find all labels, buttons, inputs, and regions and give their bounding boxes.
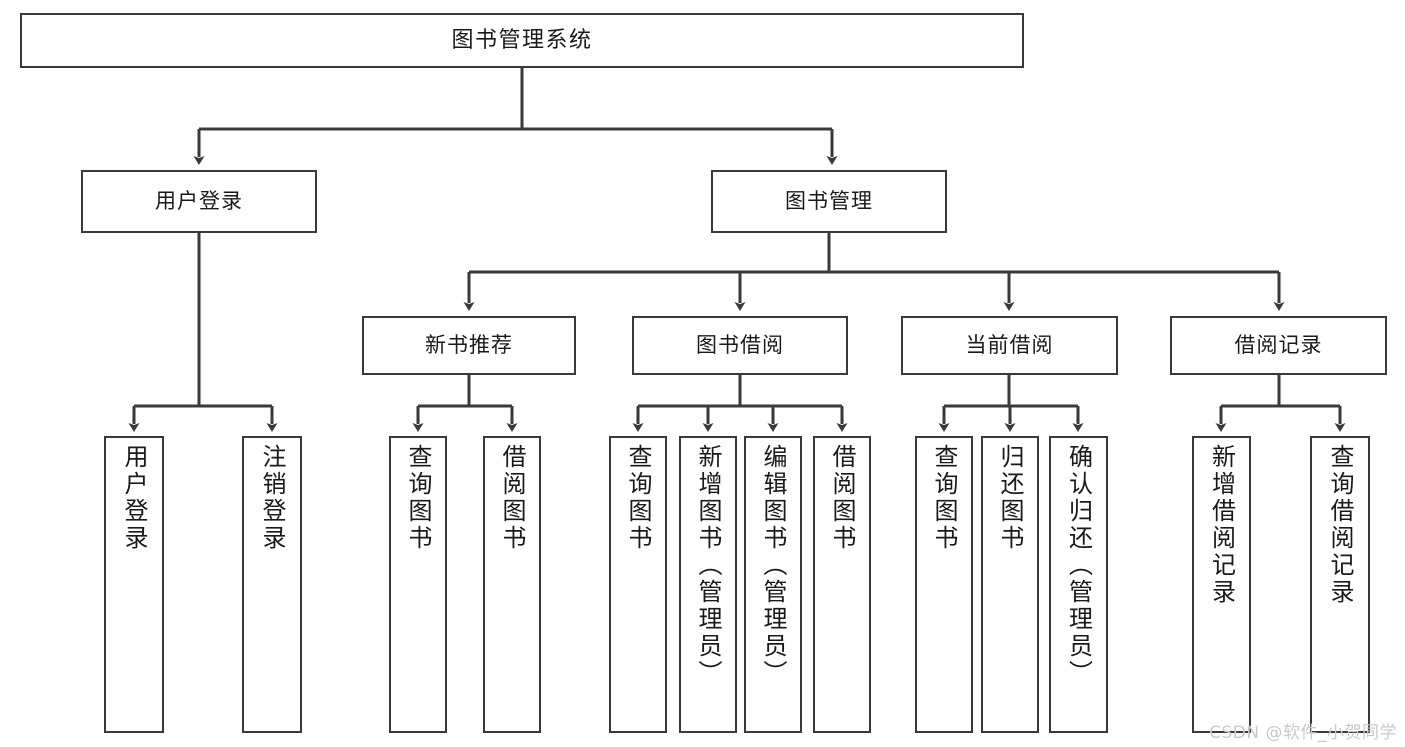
leaf-query-book-3[interactable]: 查询图书	[915, 436, 973, 733]
node-root-book-management-system[interactable]: 图书管理系统	[20, 13, 1024, 68]
leaf-query-book-2[interactable]: 查询图书	[609, 436, 667, 733]
node-label: 编辑图书（管理员）	[759, 444, 787, 687]
node-label: 新增借阅记录	[1207, 444, 1236, 606]
node-current-borrow[interactable]: 当前借阅	[901, 316, 1118, 375]
node-label: 图书管理	[785, 189, 873, 214]
leaf-return-book[interactable]: 归还图书	[981, 436, 1039, 733]
node-label: 归还图书	[996, 444, 1024, 552]
node-label: 注销登录	[258, 444, 286, 552]
leaf-edit-book-admin[interactable]: 编辑图书（管理员）	[744, 436, 802, 733]
node-borrow-record[interactable]: 借阅记录	[1170, 316, 1387, 375]
node-label: 查询图书	[404, 444, 432, 552]
node-label: 确认归还（管理员）	[1064, 444, 1093, 687]
node-label: 图书管理系统	[451, 27, 593, 53]
leaf-add-borrow-record[interactable]: 新增借阅记录	[1192, 436, 1251, 733]
leaf-query-borrow-record[interactable]: 查询借阅记录	[1310, 436, 1370, 733]
node-label: 借阅图书	[498, 444, 526, 552]
node-user-login[interactable]: 用户登录	[81, 170, 317, 233]
leaf-confirm-return-admin[interactable]: 确认归还（管理员）	[1049, 436, 1108, 733]
node-label: 查询图书	[624, 444, 652, 552]
leaf-borrow-book-2[interactable]: 借阅图书	[813, 436, 871, 733]
node-label: 借阅图书	[828, 444, 856, 552]
node-label: 新增图书（管理员）	[694, 444, 722, 687]
node-label: 查询借阅记录	[1326, 444, 1354, 606]
node-label: 新书推荐	[425, 333, 513, 358]
leaf-user-login[interactable]: 用户登录	[104, 436, 164, 733]
node-label: 图书借阅	[696, 333, 784, 358]
node-label: 查询图书	[930, 444, 958, 552]
node-book-borrow[interactable]: 图书借阅	[632, 316, 848, 375]
node-label: 用户登录	[120, 444, 148, 552]
leaf-user-logout[interactable]: 注销登录	[242, 436, 302, 733]
leaf-query-book-1[interactable]: 查询图书	[389, 436, 447, 733]
node-label: 当前借阅	[965, 333, 1054, 358]
node-label: 用户登录	[155, 189, 243, 214]
leaf-borrow-book-1[interactable]: 借阅图书	[483, 436, 541, 733]
node-new-book-recommend[interactable]: 新书推荐	[362, 316, 576, 375]
node-label: 借阅记录	[1234, 333, 1323, 358]
csdn-watermark: CSDN @软件_小贺同学	[1209, 723, 1397, 743]
node-book-management[interactable]: 图书管理	[711, 170, 947, 233]
leaf-add-book-admin[interactable]: 新增图书（管理员）	[679, 436, 737, 733]
